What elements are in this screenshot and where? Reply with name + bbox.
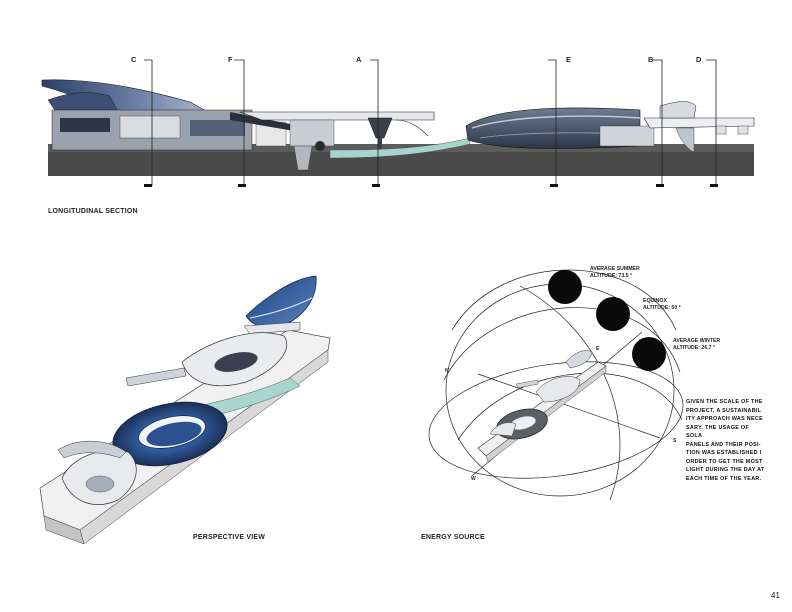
funnel-A <box>367 117 393 139</box>
energy-paragraph-line: GIVEN THE SCALE OF THE <box>686 399 763 405</box>
energy-paragraph-line: ITY APPROACH WAS NECE <box>686 416 763 422</box>
marker-A: A <box>356 55 362 64</box>
sun-summer-label-line2: ALTITUDE: 73.5 ° <box>590 272 633 279</box>
page-number: 41 <box>771 591 780 600</box>
direction-north: N <box>445 368 449 374</box>
energy-paragraph: GIVEN THE SCALE OF THE PROJECT, A SUSTAI… <box>686 398 766 483</box>
marker-F: F <box>228 55 233 64</box>
meridian-arc <box>519 285 621 501</box>
energy-paragraph-line: LIGHT DURING THE DAY AT <box>686 467 765 473</box>
sun-equinox-label-line1: EQUINOX <box>643 298 667 304</box>
right-cantilever <box>643 117 755 129</box>
section-marker-lines <box>144 59 717 186</box>
sun-summer-label: AVERAGE SUMMER ALTITUDE: 73.5 ° <box>590 266 640 279</box>
sun-summer <box>548 270 582 304</box>
energy-paragraph-line: SARY. THE USAGE OF SOLA <box>686 424 750 440</box>
winter-arc <box>457 372 683 441</box>
energy-paragraph-line: EACH TIME OF THE YEAR. <box>686 475 762 482</box>
energy-paragraph-line: PANELS AND THEIR POSI- <box>686 441 761 448</box>
energy-paragraph-line: ORDER TO GET THE MOST <box>686 458 763 465</box>
energy-model-leaf <box>535 376 581 403</box>
sun-summer-label-line1: AVERAGE SUMMER <box>590 266 640 272</box>
direction-south: S <box>673 438 677 444</box>
sun-winter-label: AVERAGE WINTER ALTITUDE: 26.7 ° <box>673 338 720 351</box>
energy-paragraph-line: PROJECT, A SUSTAINABIL <box>686 407 762 414</box>
direction-east: E <box>596 346 600 352</box>
summer-arc <box>451 269 677 331</box>
sun-equinox <box>596 297 630 331</box>
marker-D: D <box>696 55 702 64</box>
marker-C: C <box>131 55 137 64</box>
energy-caption: ENERGY SOURCE <box>421 534 485 541</box>
sun-winter-label-line2: ALTITUDE: 26.7 ° <box>673 344 716 351</box>
energy-paragraph-line: TION WAS ESTABLISHED I <box>686 450 762 456</box>
horizon-ellipse <box>428 361 684 479</box>
direction-west: W <box>471 476 476 482</box>
sun-winter <box>632 337 666 371</box>
sun-equinox-label: EQUINOX ALTITUDE: 50 ° <box>643 298 681 311</box>
sun-equinox-label-line2: ALTITUDE: 50 ° <box>643 304 681 311</box>
section-caption: LONGITUDINAL SECTION <box>48 208 138 215</box>
perspective-caption: PERSPECTIVE VIEW <box>193 534 266 541</box>
marker-B: B <box>648 55 654 64</box>
sun-winter-label-line1: AVERAGE WINTER <box>673 338 721 344</box>
teal-ramp <box>329 137 471 159</box>
marker-E: E <box>566 55 572 64</box>
section-marker-ticks <box>144 184 718 187</box>
